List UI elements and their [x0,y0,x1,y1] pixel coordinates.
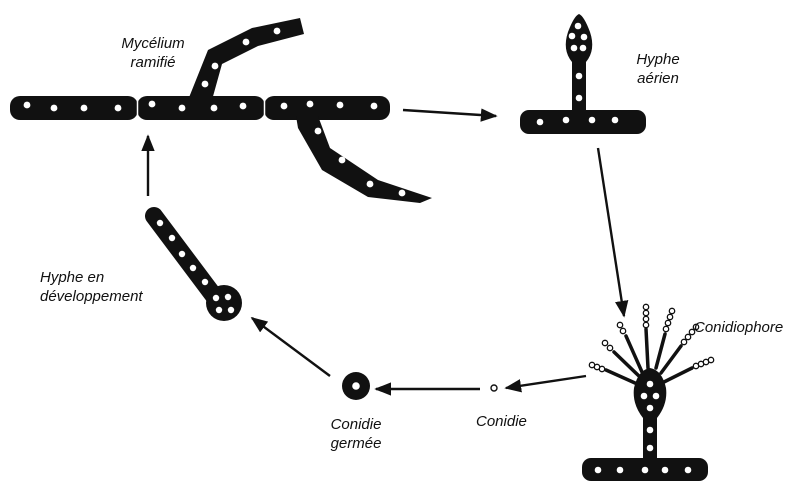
branched-mycelium [10,18,432,203]
conidiophore [582,303,715,481]
developing-hypha [145,207,242,321]
label-line: développement [40,288,143,305]
label-branched-mycelium: Mycélium ramifié [98,34,208,72]
label-developing-hypha: Hyphe en développement [40,268,143,306]
mycelium-segment [10,96,138,120]
phialides [604,327,694,385]
conidiophore-nuclei [594,380,692,474]
conidiophore-vesicle [633,368,667,466]
label-line: Mycélium [121,35,185,52]
arrow-mycelium-to-aerial-hypha [402,108,498,122]
label-conidiophore: Conidiophore [694,319,784,336]
label-line: Conidie [330,416,382,433]
label-line: germée [330,435,382,452]
mycelium-branch-lower [296,116,432,203]
cycle-arrows [141,108,629,396]
label-aerial-hypha: Hyphe aérien [618,50,698,88]
aerial-hypha-base [520,110,646,134]
mycelium-nuclei [23,27,406,197]
arrow-aerial-hypha-to-conidiophore [596,147,629,318]
mycelium-branch-upper [188,18,304,100]
free-conidium [490,384,498,392]
aerial-hypha-nuclei [536,22,619,126]
aerial-hypha [520,14,646,134]
mycelium-segment [264,96,390,120]
label-conidium: Conidie [476,413,527,430]
label-line: Hyphe [636,51,680,68]
developing-hypha-nuclei [156,219,235,314]
mycelium-segment [137,96,265,120]
label-germinated-conidium: Conidie germée [311,415,401,453]
label-line: Hyphe en [40,269,105,286]
label-line: ramifié [130,54,176,71]
conidia-chains [588,303,715,373]
arrow-conidiophore-to-conidium [504,374,587,393]
label-line: aérien [637,70,679,87]
arrow-germinated-conidium-to-developing-hypha [250,316,331,377]
germinated-conidium [342,372,370,400]
